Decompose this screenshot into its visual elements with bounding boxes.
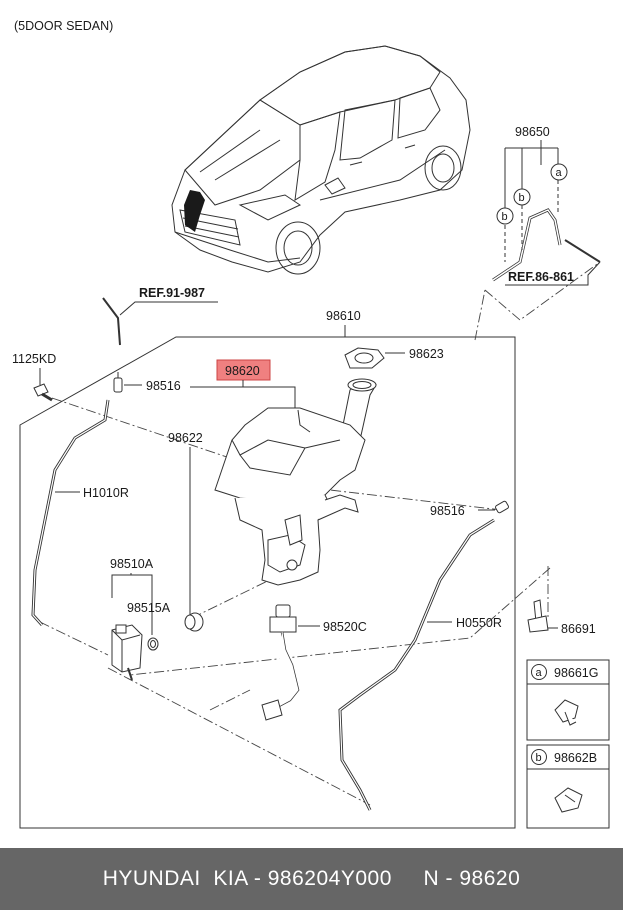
ref-86-861-leader (505, 261, 601, 286)
clip-98662B-illustration (554, 787, 583, 813)
callout-98610: 98610 (326, 309, 361, 323)
washer-pump (111, 624, 143, 681)
clip-98661G-illustration (554, 699, 579, 726)
car-illustration (171, 45, 471, 275)
callout-98650: 98650 (515, 125, 550, 139)
callout-98516-right: 98516 (430, 504, 465, 518)
assembly-frame (19, 336, 516, 829)
leader-98620 (190, 386, 296, 415)
callout-98623: 98623 (409, 347, 444, 361)
ref-91-987-leader (119, 301, 218, 316)
front-hose-stub (102, 297, 121, 346)
legend-a-marker: a (536, 667, 543, 679)
callout-98515A: 98515A (127, 601, 171, 615)
ref-91-987: REF.91-987 (139, 286, 205, 300)
connector-98516-left (113, 372, 123, 393)
legend-table: a 98661G b 98662B (526, 659, 610, 829)
callout-86691: 86691 (561, 622, 596, 636)
reservoir-location-marker (184, 190, 205, 232)
ref-86-861: REF.86-861 (508, 270, 574, 284)
parts-diagram: (5DOOR SEDAN) (12, 19, 610, 829)
filler-cap (344, 347, 385, 369)
grommet-98622 (184, 612, 204, 632)
washer-reservoir (214, 378, 377, 586)
callout-98510A: 98510A (110, 557, 154, 571)
bolt-86691 (527, 599, 549, 633)
marker-b-label-1: b (519, 192, 525, 204)
marker-b-circle-2 (496, 207, 514, 225)
centerlines (39, 261, 601, 806)
callout-98620: 98620 (225, 364, 260, 378)
footer-part-number: HYUNDAI KIA - 986204Y000 N - 98620 (102, 867, 521, 890)
marker-a-label: a (556, 167, 563, 179)
footer-bar: HYUNDAI KIA - 986204Y000 N - 98620 (0, 848, 623, 910)
hose-H0550R (338, 518, 495, 811)
callout-1125KD: 1125KD (12, 352, 56, 366)
hose-H1010R (31, 399, 110, 627)
legend-a-part: 98661G (554, 666, 598, 680)
rear-hose-assembly (492, 140, 601, 282)
leader-98510A (111, 574, 153, 635)
callout-98516-left: 98516 (146, 379, 181, 393)
bolt-1125KD (33, 383, 53, 402)
callout-98622: 98622 (168, 431, 203, 445)
diagram-title: (5DOOR SEDAN) (14, 19, 113, 33)
connector-98516-right (495, 500, 509, 514)
marker-a-circle (550, 163, 568, 181)
callout-98520C: 98520C (323, 620, 367, 634)
callout-H0550R: H0550R (456, 616, 502, 630)
marker-b-label-2: b (502, 211, 508, 223)
legend-b-part: 98662B (554, 751, 597, 765)
seal-98515A (147, 637, 159, 651)
callout-H1010R: H1010R (83, 486, 129, 500)
marker-b-circle-1 (513, 188, 531, 206)
legend-b-marker: b (536, 752, 542, 764)
level-sensor-98520C (261, 604, 300, 721)
